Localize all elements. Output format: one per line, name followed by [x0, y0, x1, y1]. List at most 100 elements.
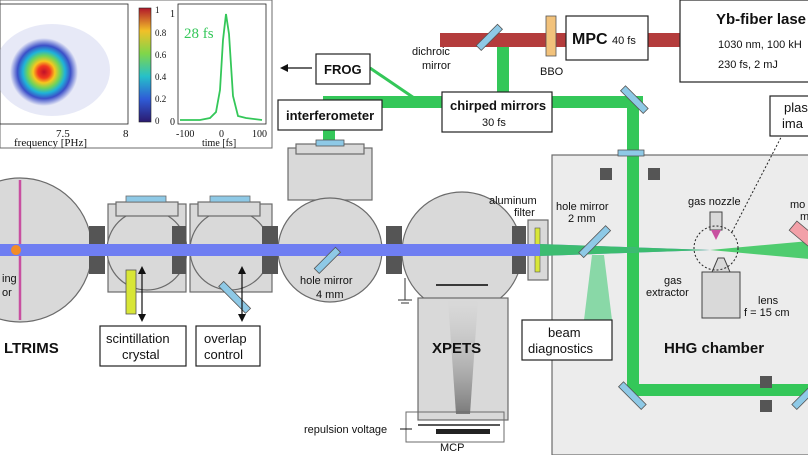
frog-label: FROG — [324, 62, 362, 77]
chirped-corner-mirror — [619, 85, 649, 115]
mpc-label: MPC — [572, 31, 608, 48]
aluminum-label: aluminum — [489, 195, 537, 207]
plasma-label-1: plas — [784, 100, 808, 115]
left-cut-label-2: or — [2, 287, 12, 299]
spectrogram-blob — [10, 38, 78, 106]
mpc-fs-label: 40 fs — [612, 35, 636, 47]
colorbar — [138, 7, 152, 123]
plasma-box — [769, 95, 808, 137]
chirped-mirrors-box — [441, 91, 553, 133]
hhg-chamber-label: HHG chamber — [664, 340, 764, 357]
scintillation-box — [99, 325, 187, 367]
xuv-beam — [0, 244, 710, 256]
frog-beam-line — [369, 66, 421, 104]
inset-panel — [0, 0, 273, 149]
pulse-xlabel: time [fs] — [202, 138, 236, 149]
frog-box — [315, 53, 371, 85]
yb-laser-line2: 230 fs, 2 mJ — [718, 59, 778, 71]
overlap-mirror-optic — [218, 280, 252, 314]
mpc-box — [565, 15, 649, 61]
scintillation-label-2: crystal — [122, 347, 160, 362]
colorbar-tick-06: 0.6 — [155, 50, 167, 60]
lens-label: lens — [758, 295, 779, 307]
interferometer-window — [315, 139, 345, 147]
spectrogram-tick-75: 7.5 — [56, 128, 70, 140]
bbo-crystal — [545, 15, 557, 57]
filter-label: filter — [514, 207, 535, 219]
coltrims-label: LTRIMS — [4, 340, 59, 357]
spectrogram-tick-8: 8 — [123, 128, 129, 140]
yb-laser-box — [679, 0, 808, 83]
chamber-window — [617, 149, 645, 157]
pulse-ytick-1: 1 — [170, 9, 175, 20]
yb-laser-title: Yb-fiber lase — [716, 11, 806, 28]
xpets-chamber — [401, 191, 523, 443]
xpets-label: XPETS — [432, 340, 481, 357]
colorbar-tick-02: 0.2 — [155, 94, 166, 104]
gas-nozzle-label: gas nozzle — [688, 196, 741, 208]
hole-mirror-2mm-label: hole mirror — [556, 201, 609, 213]
dichroic-mirror-optic — [475, 23, 504, 52]
overlap-label: overlap — [204, 331, 247, 346]
overlap-box — [195, 325, 261, 367]
bbo-label: BBO — [540, 66, 564, 78]
hole-mirror-4mm-optic — [313, 246, 342, 275]
overlap-arrow-head-down — [238, 314, 246, 322]
hole-mirror-4mm-label-2: 4 mm — [316, 289, 344, 301]
dichroic-label-2: mirror — [422, 60, 451, 72]
interferometer-label: interferometer — [286, 108, 374, 123]
chirped-label: chirped mirrors — [450, 98, 546, 113]
colorbar-tick-08: 0.8 — [155, 28, 167, 38]
right-mirror-pink — [788, 220, 808, 248]
bottom-right-mirror — [791, 381, 808, 411]
plasma-pointer — [731, 119, 791, 233]
hole-mirror-2mm-optic — [578, 225, 612, 259]
colorbar-tick-0: 0 — [155, 116, 160, 126]
colorbar-tick-1: 1 — [155, 5, 160, 15]
bottom-left-mirror — [617, 381, 647, 411]
interaction-region-circle — [693, 225, 739, 271]
spectrogram-xlabel: frequency [PHz] — [14, 137, 87, 149]
beam-diagnostics-box — [521, 319, 613, 361]
hole-mirror-4mm-label: hole mirror — [300, 275, 353, 287]
lens-label-2: f = 15 cm — [744, 307, 790, 319]
scint-arrow-head-down — [138, 314, 146, 322]
scint-arrow-head-up — [138, 266, 146, 274]
pulse-xtick-m100: -100 — [176, 129, 194, 140]
beam-diagnostics-label: beam — [548, 325, 581, 340]
mirror-right-label: mo — [790, 199, 805, 211]
pulse-xtick-100: 100 — [252, 129, 267, 140]
mirror-right-label-2: m — [800, 211, 808, 223]
chamber-markers — [600, 168, 772, 412]
mcp-label: MCP — [440, 442, 464, 454]
pulse-ytick-0: 0 — [170, 117, 175, 128]
interferometer-box — [277, 99, 383, 131]
gas-extractor-label: gas — [664, 275, 682, 287]
overlap-label-2: control — [204, 347, 243, 362]
nozzle-tip — [711, 230, 721, 240]
gas-nozzle-optic — [709, 211, 723, 231]
frog-arrow-head — [280, 64, 288, 72]
pulse-trace — [180, 13, 263, 121]
dichroic-label: dichroic — [412, 46, 450, 58]
overlap-arrow-head-up — [238, 266, 246, 274]
hole-mirror-2mm-label-2: 2 mm — [568, 213, 596, 225]
chirped-fs-label: 30 fs — [482, 117, 506, 129]
gas-extractor-label-2: extractor — [646, 287, 689, 299]
gas-extractor-box — [701, 271, 741, 319]
pulse-duration-label: 28 fs — [184, 26, 214, 42]
colorbar-tick-04: 0.4 — [155, 72, 167, 82]
diagnostics-beam — [584, 255, 612, 320]
yb-laser-line1: 1030 nm, 100 kH — [718, 39, 802, 51]
scintillation-crystal-optic — [125, 269, 137, 315]
extractor-tip — [711, 257, 731, 273]
repulsion-voltage-label: repulsion voltage — [304, 424, 387, 436]
focus-dot — [11, 245, 21, 255]
scintillation-label: scintillation — [106, 331, 170, 346]
left-cut-label-1: ing — [2, 273, 17, 285]
ir-beam-main — [540, 241, 808, 259]
beam-diagnostics-label-2: diagnostics — [528, 341, 594, 356]
plasma-label-2: ima — [782, 116, 804, 131]
pulse-xtick-0: 0 — [219, 129, 224, 140]
